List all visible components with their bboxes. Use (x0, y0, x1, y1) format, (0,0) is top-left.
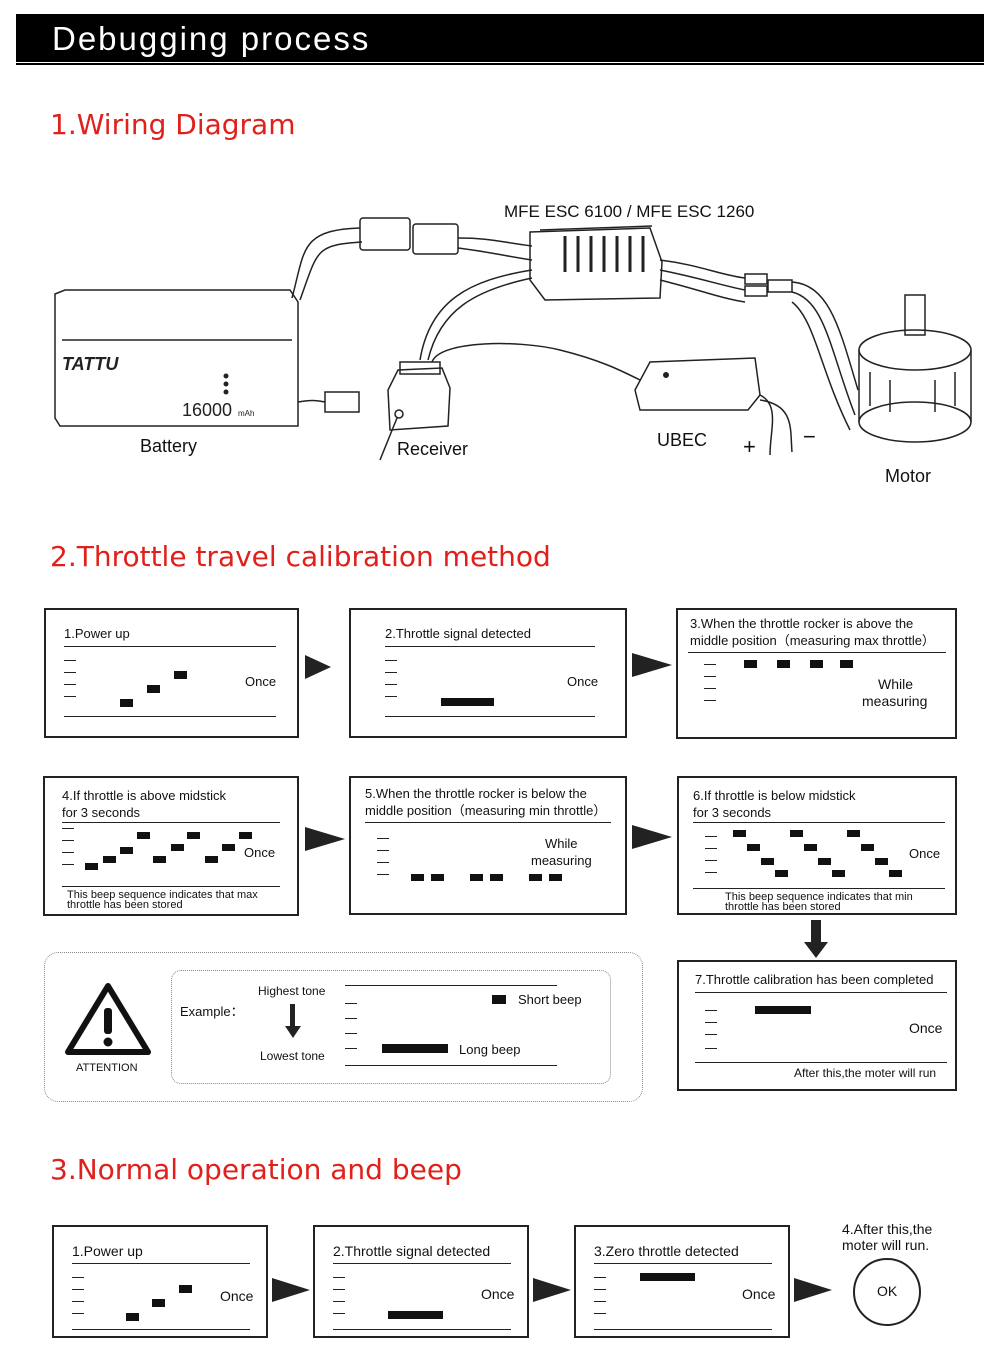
step-foot-line1: This beep sequence indicates that max (67, 889, 258, 901)
beep (441, 698, 494, 706)
legend-box (44, 952, 643, 1102)
lowest-tone-label: Lowest tone (260, 1049, 325, 1063)
calibration-step-6: 6.If throttle is below midstick for 3 se… (677, 776, 957, 915)
example-label: Example： (180, 1004, 244, 1019)
esc-label: MFE ESC 6100 / MFE ESC 1260 (504, 202, 755, 221)
step-note: Once (909, 846, 941, 861)
step-title-line2: middle position（measuring min throttle） (365, 803, 607, 818)
step-title-line1: 3.When the throttle rocker is above the (690, 616, 914, 631)
after-note-line1: 4.After this,the (842, 1221, 933, 1237)
ubec-label: UBEC (657, 430, 708, 450)
beep (810, 660, 823, 668)
calibration-step-2: 2.Throttle signal detected Once (349, 608, 627, 738)
calibration-step-4: 4.If throttle is above midstick for 3 se… (43, 776, 299, 916)
beep (840, 660, 853, 668)
attention-label: ATTENTION (76, 1062, 138, 1074)
step-note: Once (244, 845, 276, 860)
beep (744, 660, 757, 668)
step-title-line1: 6.If throttle is below midstick (693, 788, 856, 803)
page-title: Debugging process (52, 20, 371, 57)
step-note: Once (220, 1288, 254, 1304)
arrow-right-icon (794, 1278, 832, 1302)
step-foot: After this,the moter will run (794, 1066, 937, 1080)
calibration-step-3: 3.When the throttle rocker is above the … (676, 608, 957, 739)
arrow-right-icon (305, 827, 345, 851)
step-note: Once (481, 1286, 515, 1302)
battery-capacity-unit: mAh (238, 409, 254, 418)
step-title-line1: 4.If throttle is above midstick (62, 788, 227, 803)
wiring-diagram: TATTU 16000 mAh (54, 217, 972, 461)
tone-arrow-icon (290, 1004, 295, 1028)
header-underline (16, 63, 984, 65)
step-note: Once (245, 674, 277, 689)
step-title: 7.Throttle calibration has been complete… (695, 972, 934, 987)
step-note: Once (567, 674, 599, 689)
calibration-step-7: 7.Throttle calibration has been complete… (677, 960, 957, 1091)
arrow-right-icon (272, 1278, 310, 1302)
step-foot-line1: This beep sequence indicates that min (725, 891, 913, 903)
step-note-line1: While (545, 836, 578, 851)
step-title-line2: middle position（measuring max throttle） (690, 633, 935, 648)
normal-step-3: 3.Zero throttle detected Once (574, 1225, 790, 1338)
step-foot-line2: throttle has been stored (67, 899, 183, 911)
arrow-right-icon (533, 1278, 571, 1302)
step-note: Once (742, 1286, 776, 1302)
section-title-wiring: 1.Wiring Diagram (50, 108, 296, 141)
battery-label: Battery (140, 436, 198, 456)
step-title: 2.Throttle signal detected (333, 1243, 491, 1259)
arrow-down-icon-head (804, 942, 828, 958)
beep (755, 1006, 811, 1014)
arrow-right-icon (632, 825, 672, 849)
step-title-line1: 5.When the throttle rocker is below the (365, 786, 587, 801)
long-beep-sample (382, 1044, 448, 1053)
battery-brand: TATTU (62, 354, 119, 374)
beep (777, 660, 790, 668)
beep (120, 699, 133, 707)
battery-capacity: 16000 (182, 400, 232, 420)
step-note: Once (909, 1020, 943, 1036)
step-title-line2: for 3 seconds (62, 805, 141, 820)
section-title-normal: 3.Normal operation and beep (50, 1153, 462, 1186)
long-beep-label: Long beep (459, 1042, 521, 1057)
ok-label: OK (877, 1283, 898, 1299)
short-beep-label: Short beep (518, 992, 582, 1007)
arrow-down-icon (811, 920, 821, 944)
step-note-line1: While (878, 676, 914, 692)
normal-step-1: 1.Power up Once (52, 1225, 268, 1338)
short-beep-sample (492, 995, 506, 1004)
after-note-line2: moter will run. (842, 1237, 930, 1253)
receiver-label: Receiver (397, 439, 469, 459)
header-bar (16, 14, 984, 62)
ok-circle (853, 1258, 921, 1326)
step-title: 3.Zero throttle detected (594, 1243, 739, 1259)
step-title: 1.Power up (72, 1243, 143, 1259)
normal-step-2: 2.Throttle signal detected Once (313, 1225, 529, 1338)
highest-tone-label: Highest tone (258, 984, 326, 998)
legend-example-box (171, 970, 611, 1084)
step-note-line2: measuring (862, 693, 928, 709)
tone-arrow-head (285, 1026, 301, 1038)
step-title-line2: for 3 seconds (693, 805, 772, 820)
warning-icon (65, 983, 151, 1055)
step-foot-line2: throttle has been stored (725, 901, 841, 913)
beep (174, 671, 187, 679)
calibration-step-1: 1.Power up Once (44, 608, 299, 738)
beep (147, 685, 160, 693)
step-title: 1.Power up (64, 626, 130, 641)
step-note-line2: measuring (531, 853, 592, 868)
step-title: 2.Throttle signal detected (385, 626, 531, 641)
calibration-step-5: 5.When the throttle rocker is below the … (349, 776, 627, 915)
section-title-calibration: 2.Throttle travel calibration method (50, 540, 551, 573)
arrow-right-icon (305, 655, 331, 679)
ubec-minus: − (803, 424, 816, 449)
motor-label: Motor (885, 466, 932, 486)
ubec-plus: + (743, 434, 756, 459)
arrow-right-icon (632, 653, 672, 677)
